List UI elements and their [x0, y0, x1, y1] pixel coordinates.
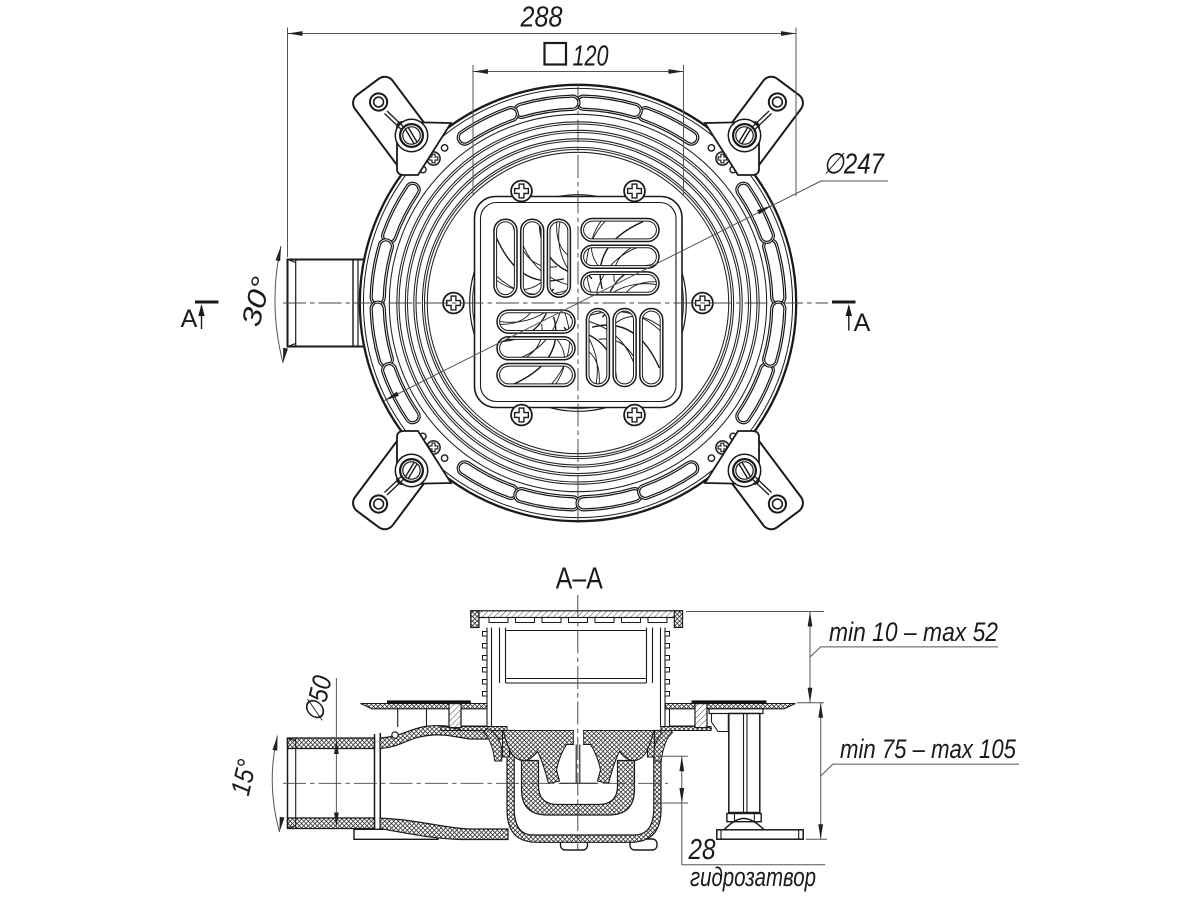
svg-text:A–A: A–A [556, 561, 603, 596]
svg-text:гидрозатвор: гидрозатвор [690, 862, 816, 892]
svg-text:28: 28 [688, 834, 716, 866]
svg-text:min 10 – max 52: min 10 – max 52 [829, 617, 998, 647]
svg-text:A: A [181, 305, 198, 333]
svg-text:∅247: ∅247 [823, 149, 886, 181]
svg-text:min 75 – max 105: min 75 – max 105 [840, 734, 1017, 764]
svg-text:A: A [854, 309, 871, 337]
svg-text:120: 120 [573, 41, 609, 73]
svg-text:288: 288 [520, 2, 563, 34]
